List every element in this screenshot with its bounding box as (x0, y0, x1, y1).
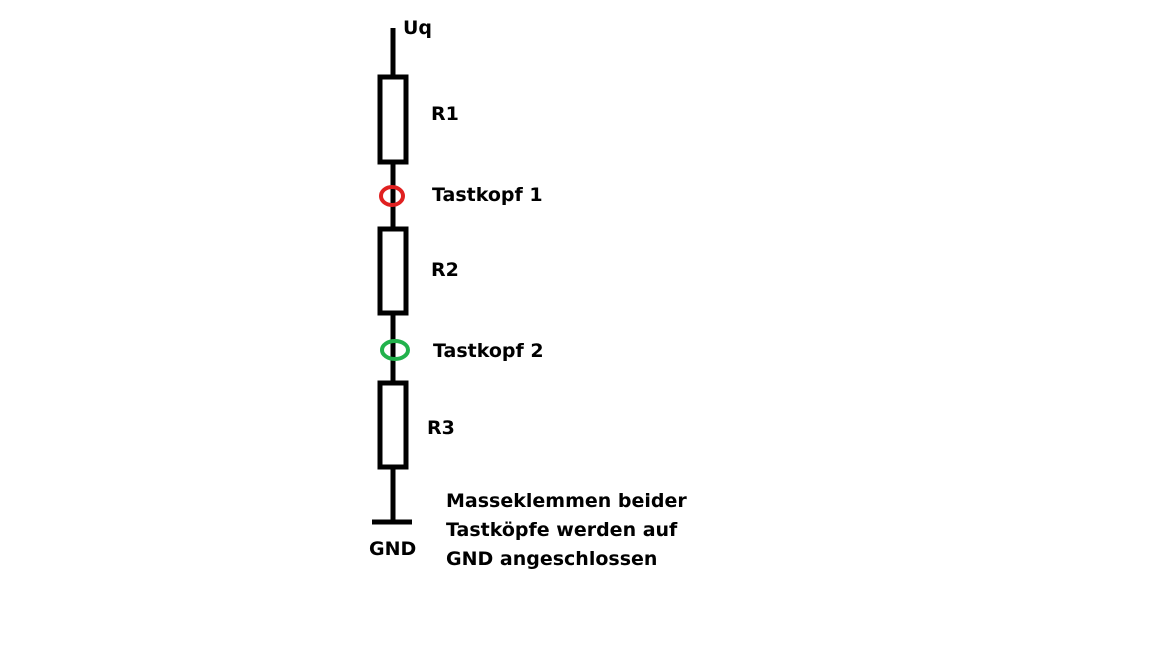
probe-label-1: Tastkopf 1 (432, 184, 543, 206)
note-line-1: Masseklemmen beider (446, 490, 687, 512)
resistor-r2 (377, 226, 409, 316)
probe-point-1 (379, 185, 405, 207)
resistor-label-r1: R1 (431, 103, 459, 125)
resistor-label-r2: R2 (431, 259, 459, 281)
probe-label-2: Tastkopf 2 (433, 340, 544, 362)
resistor-label-r3: R3 (427, 417, 455, 439)
supply-label: Uq (403, 17, 432, 39)
note-line-3: GND angeschlossen (446, 548, 657, 570)
probe-point-2 (380, 339, 410, 361)
ground-label: GND (369, 538, 416, 560)
resistor-r1 (377, 74, 409, 165)
resistor-r3 (377, 380, 409, 470)
note-line-2: Tastköpfe werden auf (446, 519, 678, 541)
